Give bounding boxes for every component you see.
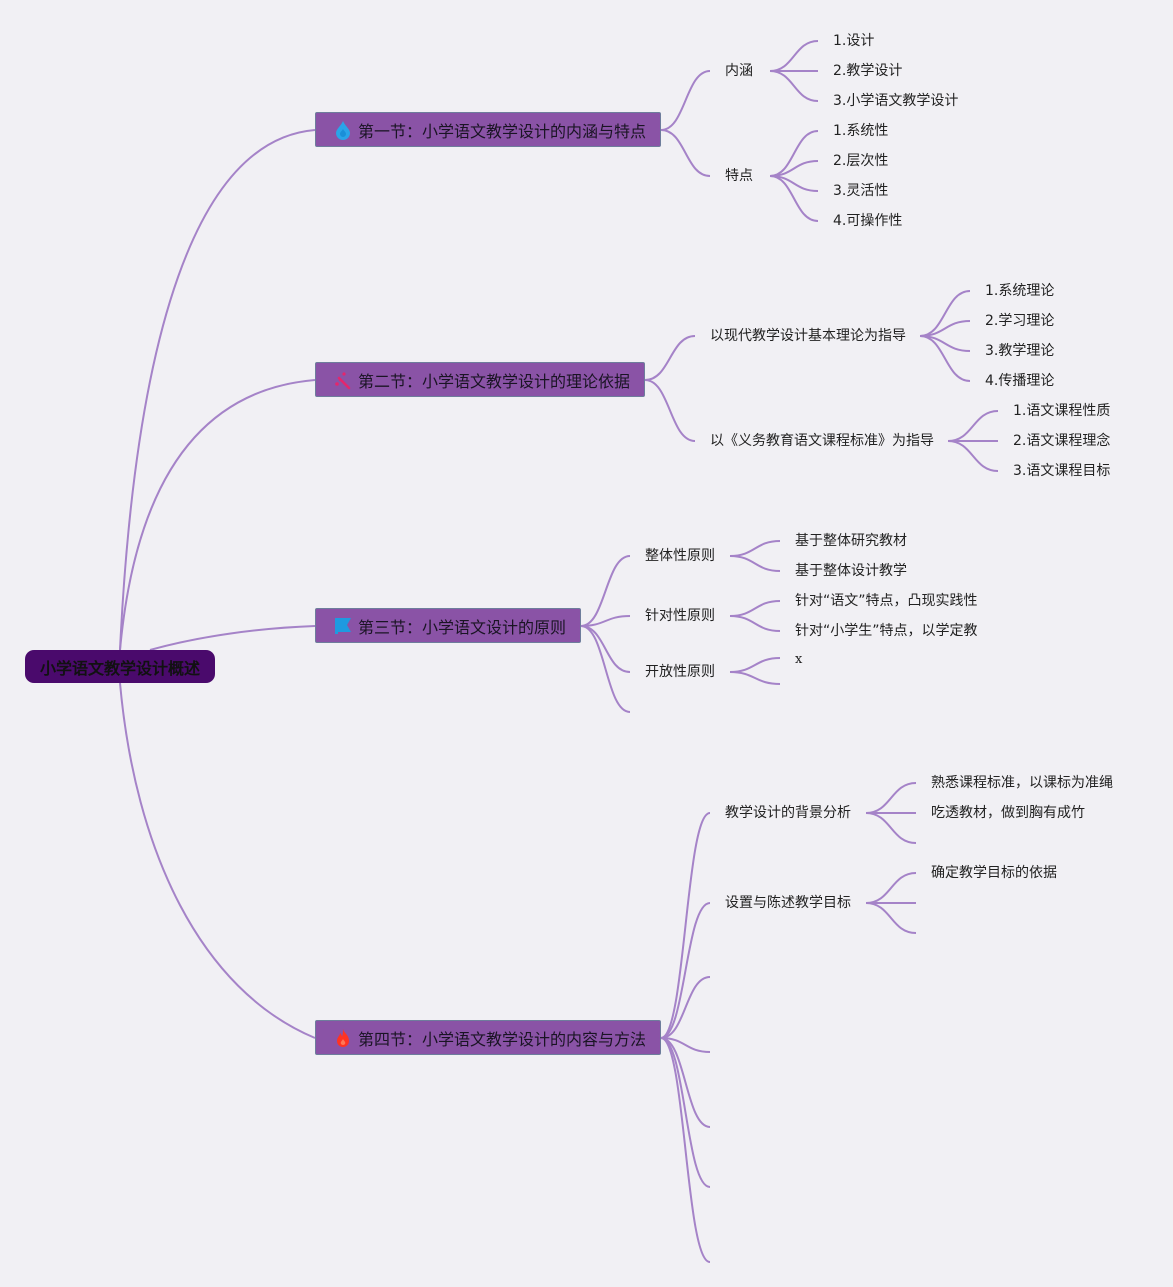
section-label: 第三节：小学语文设计的原则: [357, 617, 566, 637]
leaf-node[interactable]: 2.教学设计: [833, 63, 903, 79]
connector-line: [769, 70, 819, 102]
leaf-node[interactable]: 1.语文课程性质: [1013, 403, 1111, 419]
connector-line: [660, 70, 711, 131]
leaf-node[interactable]: 2.学习理论: [985, 313, 1055, 329]
connector-line: [865, 812, 917, 844]
section-label: 第四节：小学语文教学设计的内容与方法: [357, 1029, 646, 1049]
connector-line: [865, 902, 917, 934]
connector-line: [580, 625, 631, 713]
sparkle-wand-icon: [332, 369, 354, 391]
connector-line: [729, 671, 781, 685]
leaf-node[interactable]: 针对“语文”特点，凸现实践性: [795, 593, 978, 609]
connector-line: [660, 1037, 711, 1263]
fire-icon: [332, 1027, 354, 1049]
root-connector-line: [119, 379, 316, 651]
connector-line: [865, 872, 917, 904]
connector-line: [729, 657, 781, 673]
connector-line: [660, 1037, 711, 1053]
leaf-node[interactable]: 1.系统性: [833, 123, 889, 139]
root-connector-line: [119, 129, 316, 651]
topic-node[interactable]: 教学设计的背景分析: [725, 805, 851, 821]
topic-node[interactable]: 设置与陈述教学目标: [725, 895, 851, 911]
leaf-node[interactable]: 基于整体研究教材: [795, 533, 907, 549]
leaf-node[interactable]: 1.设计: [833, 33, 875, 49]
topic-node[interactable]: 针对性原则: [645, 608, 715, 624]
connector-line: [660, 902, 711, 1039]
connector-line: [947, 410, 999, 442]
topic-node[interactable]: 开放性原则: [645, 664, 715, 680]
topic-node[interactable]: 以《义务教育语文课程标准》为指导: [710, 433, 934, 449]
section-node-4[interactable]: 第四节：小学语文教学设计的内容与方法: [315, 1020, 661, 1055]
connector-line: [729, 600, 781, 617]
leaf-node[interactable]: 2.语文课程理念: [1013, 433, 1111, 449]
leaf-node[interactable]: 4.可操作性: [833, 213, 903, 229]
connector-line: [644, 335, 696, 381]
leaf-node[interactable]: 3.灵活性: [833, 183, 889, 199]
root-connector-line: [149, 625, 316, 651]
leaf-node[interactable]: x: [795, 652, 803, 667]
leaf-node[interactable]: 4.传播理论: [985, 373, 1055, 389]
topic-node[interactable]: 整体性原则: [645, 548, 715, 564]
connector-line: [660, 812, 711, 1039]
leaf-node[interactable]: 确定教学目标的依据: [931, 865, 1057, 881]
leaf-node[interactable]: 2.层次性: [833, 153, 889, 169]
section-label: 第一节：小学语文教学设计的内涵与特点: [357, 121, 646, 141]
leaf-node[interactable]: 3.教学理论: [985, 343, 1055, 359]
connector-line: [660, 1037, 711, 1128]
connector-line: [580, 615, 631, 627]
connector-line: [947, 440, 999, 472]
flag-icon: [332, 615, 354, 637]
section-label: 第二节：小学语文教学设计的理论依据: [357, 371, 630, 391]
leaf-node[interactable]: 3.小学语文教学设计: [833, 93, 959, 109]
root-node[interactable]: 小学语文教学设计概述: [25, 650, 215, 683]
leaf-node[interactable]: 吃透教材，做到胸有成竹: [931, 805, 1085, 821]
leaf-node[interactable]: 1.系统理论: [985, 283, 1055, 299]
connector-line: [769, 175, 819, 222]
connector-line: [769, 40, 819, 72]
topic-node[interactable]: 内涵: [725, 63, 753, 79]
section-node-2[interactable]: 第二节：小学语文教学设计的理论依据: [315, 362, 645, 397]
connector-line: [644, 379, 696, 442]
connector-line: [580, 625, 631, 673]
connector-line: [729, 555, 781, 572]
connector-line: [865, 782, 917, 814]
water-drop-icon: [332, 119, 354, 141]
leaf-node[interactable]: 3.语文课程目标: [1013, 463, 1111, 479]
connector-line: [660, 1037, 711, 1188]
topic-node[interactable]: 以现代教学设计基本理论为指导: [710, 328, 906, 344]
section-node-3[interactable]: 第三节：小学语文设计的原则: [315, 608, 581, 643]
leaf-node[interactable]: 针对“小学生”特点，以学定教: [795, 623, 978, 639]
root-connector-line: [119, 682, 316, 1039]
connector-line: [660, 129, 711, 177]
connector-line: [729, 540, 781, 557]
connector-line: [580, 555, 631, 627]
connector-line: [919, 335, 971, 382]
connector-line: [660, 976, 711, 1039]
leaf-node[interactable]: 基于整体设计教学: [795, 563, 907, 579]
topic-node[interactable]: 特点: [725, 168, 753, 184]
connector-line: [729, 615, 781, 632]
leaf-node[interactable]: 熟悉课程标准，以课标为准绳: [931, 775, 1113, 791]
section-node-1[interactable]: 第一节：小学语文教学设计的内涵与特点: [315, 112, 661, 147]
root-label: 小学语文教学设计概述: [39, 658, 200, 678]
